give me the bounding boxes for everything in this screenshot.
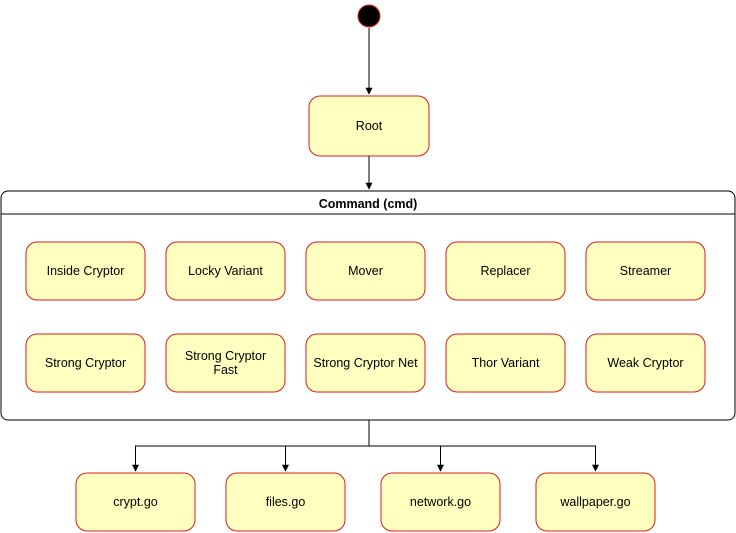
- state-strong-cryptor-fast-label: Strong Cryptor: [185, 349, 266, 363]
- initial-state: [357, 4, 381, 28]
- state-crypt-go-label: crypt.go: [113, 495, 158, 509]
- state-wallpaper-go-label: wallpaper.go: [559, 495, 630, 509]
- state-locky-variant-label: Locky Variant: [188, 264, 263, 278]
- state-network-go-label: network.go: [410, 495, 471, 509]
- command-title: Command (cmd): [319, 197, 418, 211]
- state-thor-variant-label: Thor Variant: [472, 356, 540, 370]
- state-root-label: Root: [356, 119, 383, 133]
- state-network-go: network.go: [380, 472, 501, 532]
- file-edges: [135, 420, 596, 447]
- state-strong-cryptor: Strong Cryptor: [25, 333, 146, 393]
- state-files-go-label: files.go: [266, 495, 306, 509]
- state-weak-cryptor-label: Weak Cryptor: [607, 356, 683, 370]
- state-mover: Mover: [305, 241, 426, 301]
- state-strong-cryptor-label: Strong Cryptor: [45, 356, 126, 370]
- state-weak-cryptor: Weak Cryptor: [585, 333, 706, 393]
- state-mover-label: Mover: [348, 264, 383, 278]
- state-streamer: Streamer: [585, 241, 706, 301]
- state-wallpaper-go: wallpaper.go: [535, 472, 656, 532]
- file-states: crypt.go files.go network.go wallpaper.go: [75, 472, 656, 532]
- state-locky-variant: Locky Variant: [165, 241, 286, 301]
- file-arrows: [132, 446, 599, 472]
- state-root: Root: [308, 95, 430, 157]
- command-row-1: Inside Cryptor Locky Variant Mover Replacer…: [25, 241, 706, 301]
- state-strong-cryptor-fast-label: Fast: [213, 363, 238, 377]
- state-streamer-label: Streamer: [620, 264, 671, 278]
- state-replacer: Replacer: [445, 241, 566, 301]
- state-inside-cryptor-label: Inside Cryptor: [47, 264, 125, 278]
- state-crypt-go: crypt.go: [75, 472, 196, 532]
- state-thor-variant: Thor Variant: [445, 333, 566, 393]
- state-inside-cryptor: Inside Cryptor: [25, 241, 146, 301]
- state-strong-cryptor-net-label: Strong Cryptor Net: [313, 356, 418, 370]
- state-replacer-label: Replacer: [480, 264, 530, 278]
- state-files-go: files.go: [225, 472, 346, 532]
- state-strong-cryptor-net: Strong Cryptor Net: [305, 333, 426, 393]
